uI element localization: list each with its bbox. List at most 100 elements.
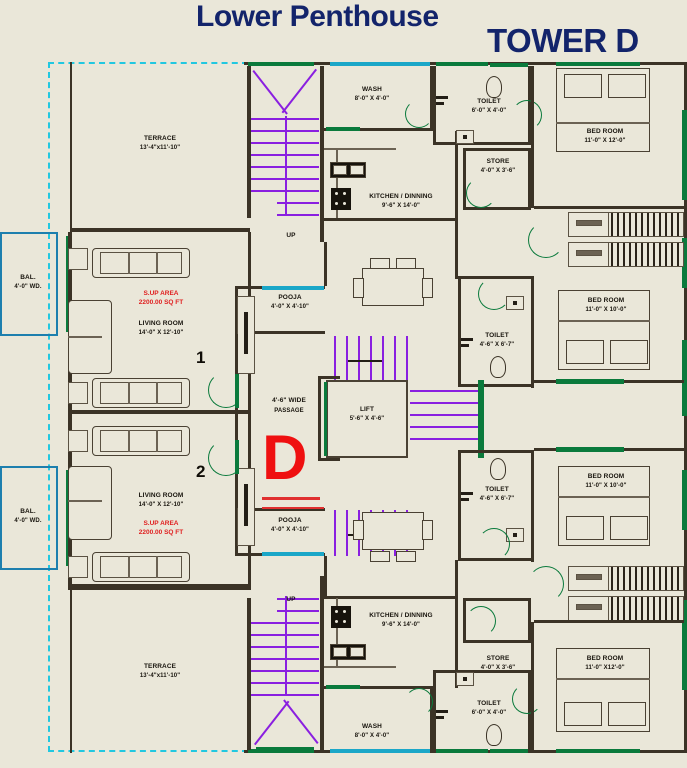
staircase-top xyxy=(251,66,321,226)
balcony-rail-upper-grill-2 xyxy=(608,242,684,267)
side-table-living2-tl xyxy=(68,430,88,452)
area-label-unit-2: S.UP AREA 2200.00 SQ FT xyxy=(138,520,184,536)
side-table-living1-bl xyxy=(68,382,88,404)
window-bottom-2 xyxy=(330,749,430,753)
room-label-toilet-top: TOILET 6'-0" X 4'-0" xyxy=(471,98,507,114)
washbasin-dot-mid-bot xyxy=(513,533,517,537)
wall-bedroom-bot-left xyxy=(531,622,534,750)
wall-store-bot-left xyxy=(463,600,466,643)
shower-fixture-top-2 xyxy=(436,102,444,105)
wall-pooja1-bottom xyxy=(235,331,325,334)
balcony-2 xyxy=(0,466,58,570)
shower-mid-top-1 xyxy=(461,338,473,341)
wall-midbot-1 xyxy=(458,452,461,560)
sofa-cushion-1a xyxy=(100,252,182,274)
wall-store-bot-right xyxy=(528,598,531,643)
wall-core-left xyxy=(235,334,238,508)
wall-lift-frame xyxy=(318,378,321,460)
balcony-slat-upper-1 xyxy=(576,220,602,226)
room-label-terrace-top: TERRACE 13'-4"x11'-10" xyxy=(139,135,181,151)
room-label-bedroom-lower-mid: BED ROOM 11'-0" X 10'-0" xyxy=(585,473,627,489)
area-label-unit-1: S.UP AREA 2200.00 SQ FT xyxy=(138,290,184,306)
page-title-lower-penthouse: Lower Penthouse xyxy=(196,0,439,33)
wall-bedroom-top-bottom xyxy=(534,206,684,209)
room-label-kitchen-top: KITCHEN / DINNING 9'-6" X 14'-0" xyxy=(369,193,433,209)
room-label-passage: 4'-6" WIDE PASSAGE xyxy=(272,397,306,414)
wall-bedroom-bot-top xyxy=(534,620,684,623)
pillow-lower-mid-2 xyxy=(610,516,648,540)
wall-living1-bottom xyxy=(68,410,250,414)
washbasin-dot-bot xyxy=(463,677,467,681)
door-bedroom-top xyxy=(528,222,564,258)
window-right-4 xyxy=(682,470,687,530)
room-label-balcony-2: BAL. 4'-0" WD. xyxy=(14,508,42,524)
door-store-top xyxy=(466,178,496,208)
wall-lift-frame-top xyxy=(318,376,340,379)
wall-stair-bottom-right xyxy=(320,576,324,750)
counter-kitchen-bot-h xyxy=(324,666,396,668)
door-living1-passage xyxy=(208,372,244,408)
dining-chair-top-3 xyxy=(353,278,364,298)
room-label-lift: LIFT 5'-6" X 4'-6" xyxy=(349,406,385,422)
shower-mid-bot-2 xyxy=(461,498,469,501)
wall-pooja2-left xyxy=(235,508,238,556)
dining-chair-top-4 xyxy=(422,278,433,298)
pillow-top-2 xyxy=(608,74,646,98)
wall-toilet-bot-top xyxy=(433,670,531,673)
side-table-living2-bl xyxy=(68,556,88,578)
shower-fixture-bot xyxy=(436,710,448,713)
wall-kitchen-top-right xyxy=(455,131,458,221)
tower-letter-marker: D xyxy=(262,423,308,493)
room-label-toilet-mid-bottom: TOILET 4'-6" X 6'-7" xyxy=(479,486,515,502)
window-top-1 xyxy=(248,62,314,66)
wall-wash-bottom-top xyxy=(324,686,432,689)
armchair-living2-left xyxy=(68,466,112,540)
bedroom-lower-mid-opening xyxy=(556,447,624,452)
wall-kitchen-top-bottom xyxy=(324,218,458,221)
balcony-slat-lower-1 xyxy=(576,574,602,580)
shower-fixture-top xyxy=(436,96,448,99)
room-label-bedroom-upper-mid: BED ROOM 11'-0" X 10'-0" xyxy=(585,297,627,313)
wall-living2-bottom xyxy=(68,586,250,590)
stair-bottom-door xyxy=(256,747,314,752)
wall-core-bot-mid xyxy=(324,556,327,598)
room-label-bedroom-top: BED ROOM 11'-0" X 12'-0" xyxy=(584,128,626,144)
sink-basin-bot-1 xyxy=(333,647,347,657)
door-wash-bottom xyxy=(405,688,433,716)
lift-door-right xyxy=(478,380,484,458)
window-top-3 xyxy=(436,62,488,66)
room-label-toilet-bottom: TOILET 6'-0" X 4'-0" xyxy=(471,700,507,716)
pillow-upper-mid-2 xyxy=(610,340,648,364)
unit-number-1: 1 xyxy=(196,348,206,367)
wall-store-top-left xyxy=(463,148,466,210)
pillow-bottom-1 xyxy=(564,702,602,726)
wc-toilet-mid-bottom xyxy=(490,458,506,480)
toilet-top-window xyxy=(490,63,528,67)
balcony-rail-upper-grill-1 xyxy=(608,212,684,237)
window-right-3 xyxy=(682,340,687,416)
wash-top-opening xyxy=(326,127,360,131)
wall-bedroom-top-left xyxy=(531,66,534,208)
side-table-living1-tl xyxy=(68,248,88,270)
boundary-dash-bottom xyxy=(48,750,248,752)
bed-fold-lower-mid xyxy=(558,496,650,498)
armchair-divider-1 xyxy=(68,336,102,338)
door-bedroom-bottom xyxy=(528,566,564,602)
wash-bottom-opening xyxy=(326,685,360,689)
bed-sheet-fold-top xyxy=(556,122,650,124)
door-living2-passage xyxy=(208,440,244,476)
door-toilet-mid-bottom xyxy=(478,528,510,560)
wc-toilet-mid-top xyxy=(490,356,506,378)
central-stair-vertical xyxy=(330,336,416,448)
balcony-rail-lower-grill-1 xyxy=(608,566,684,591)
wall-midtop-3 xyxy=(531,276,534,388)
door-wash-top xyxy=(405,100,433,128)
wall-kitchen-bottom-top xyxy=(324,596,458,599)
dining-chair-bot-4 xyxy=(422,520,433,540)
door-store-bottom xyxy=(466,606,496,636)
room-label-terrace-bottom: TERRACE 13'-4"x11'-10" xyxy=(139,663,181,679)
wall-toilet-top-left xyxy=(433,66,436,144)
dining-chair-bot-1 xyxy=(370,551,390,562)
sofa-divider-2c xyxy=(128,556,130,578)
shower-mid-bot-1 xyxy=(461,492,473,495)
